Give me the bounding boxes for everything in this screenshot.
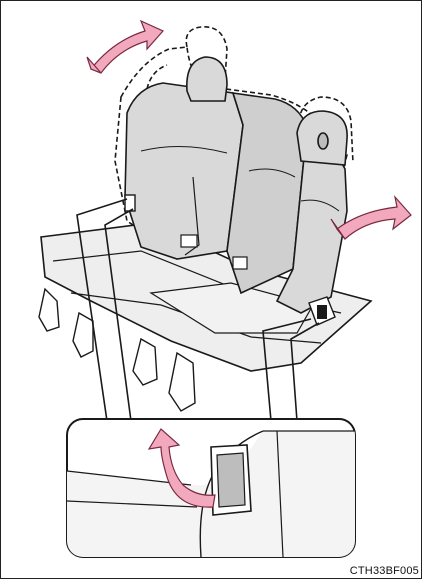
seatback-fold-arrow-icon (87, 21, 163, 73)
lever-detail-inset (67, 419, 355, 557)
figure-code-caption: CTH33BF005 (350, 565, 419, 577)
